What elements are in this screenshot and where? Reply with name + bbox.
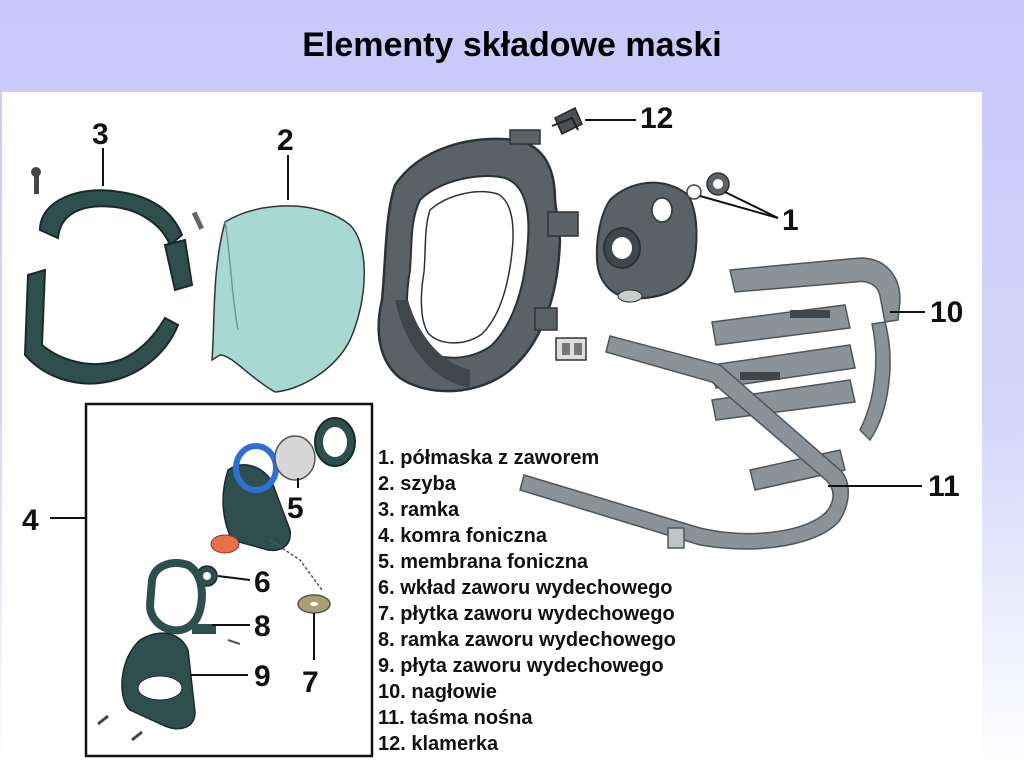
- frame-part-3: [23, 167, 204, 385]
- legend-item-6: 6. wkład zaworu wydechowego: [378, 577, 673, 599]
- legend-item-9: 9. płyta zaworu wydechowego: [378, 655, 664, 677]
- strap-buckle: [555, 337, 587, 361]
- half-mask-part-1: [595, 172, 730, 303]
- harness-perforations: [740, 310, 830, 380]
- label-1: 1: [782, 204, 799, 237]
- orange-disc: [210, 534, 240, 554]
- valve-frame-part-8: [145, 559, 241, 645]
- legend-item-5: 5. membrana foniczna: [378, 551, 589, 573]
- label-7: 7: [302, 666, 319, 699]
- visor-part-2: [211, 205, 365, 393]
- label-11: 11: [928, 470, 960, 503]
- label-3: 3: [92, 118, 109, 151]
- label-10: 10: [930, 296, 963, 329]
- legend-item-7: 7. płytka zaworu wydechowego: [378, 603, 675, 625]
- legend-item-12: 12. klamerka: [378, 733, 499, 755]
- label-9: 9: [254, 660, 271, 693]
- label-2: 2: [277, 124, 294, 157]
- phonic-chamber-box: [84, 402, 374, 758]
- clip-part-12: [551, 106, 583, 136]
- carrying-strap-part-11: [519, 335, 849, 550]
- legend-item-2: 2. szyba: [378, 473, 457, 495]
- page-title: Elementy składowe maski: [302, 25, 722, 64]
- label-8: 8: [254, 610, 271, 643]
- valve-body-part-9: [97, 632, 196, 742]
- label-6: 6: [254, 566, 271, 599]
- legend-item-4: 4. komra foniczna: [378, 525, 548, 547]
- legend-item-3: 3. ramka: [378, 499, 460, 521]
- legend-item-11: 11. taśma nośna: [378, 707, 533, 729]
- legend-item-1: 1. półmaska z zaworem: [378, 447, 599, 469]
- legend-item-8: 8. ramka zaworu wydechowego: [378, 629, 676, 651]
- mask-body: [377, 129, 579, 393]
- legend-item-10: 10. nagłowie: [378, 681, 497, 703]
- legend: 1. półmaska z zaworem 2. szyba 3. ramka …: [378, 447, 676, 755]
- label-5: 5: [287, 492, 304, 525]
- label-4: 4: [22, 504, 39, 537]
- label-12: 12: [640, 102, 673, 135]
- phonic-chamber: [222, 417, 356, 591]
